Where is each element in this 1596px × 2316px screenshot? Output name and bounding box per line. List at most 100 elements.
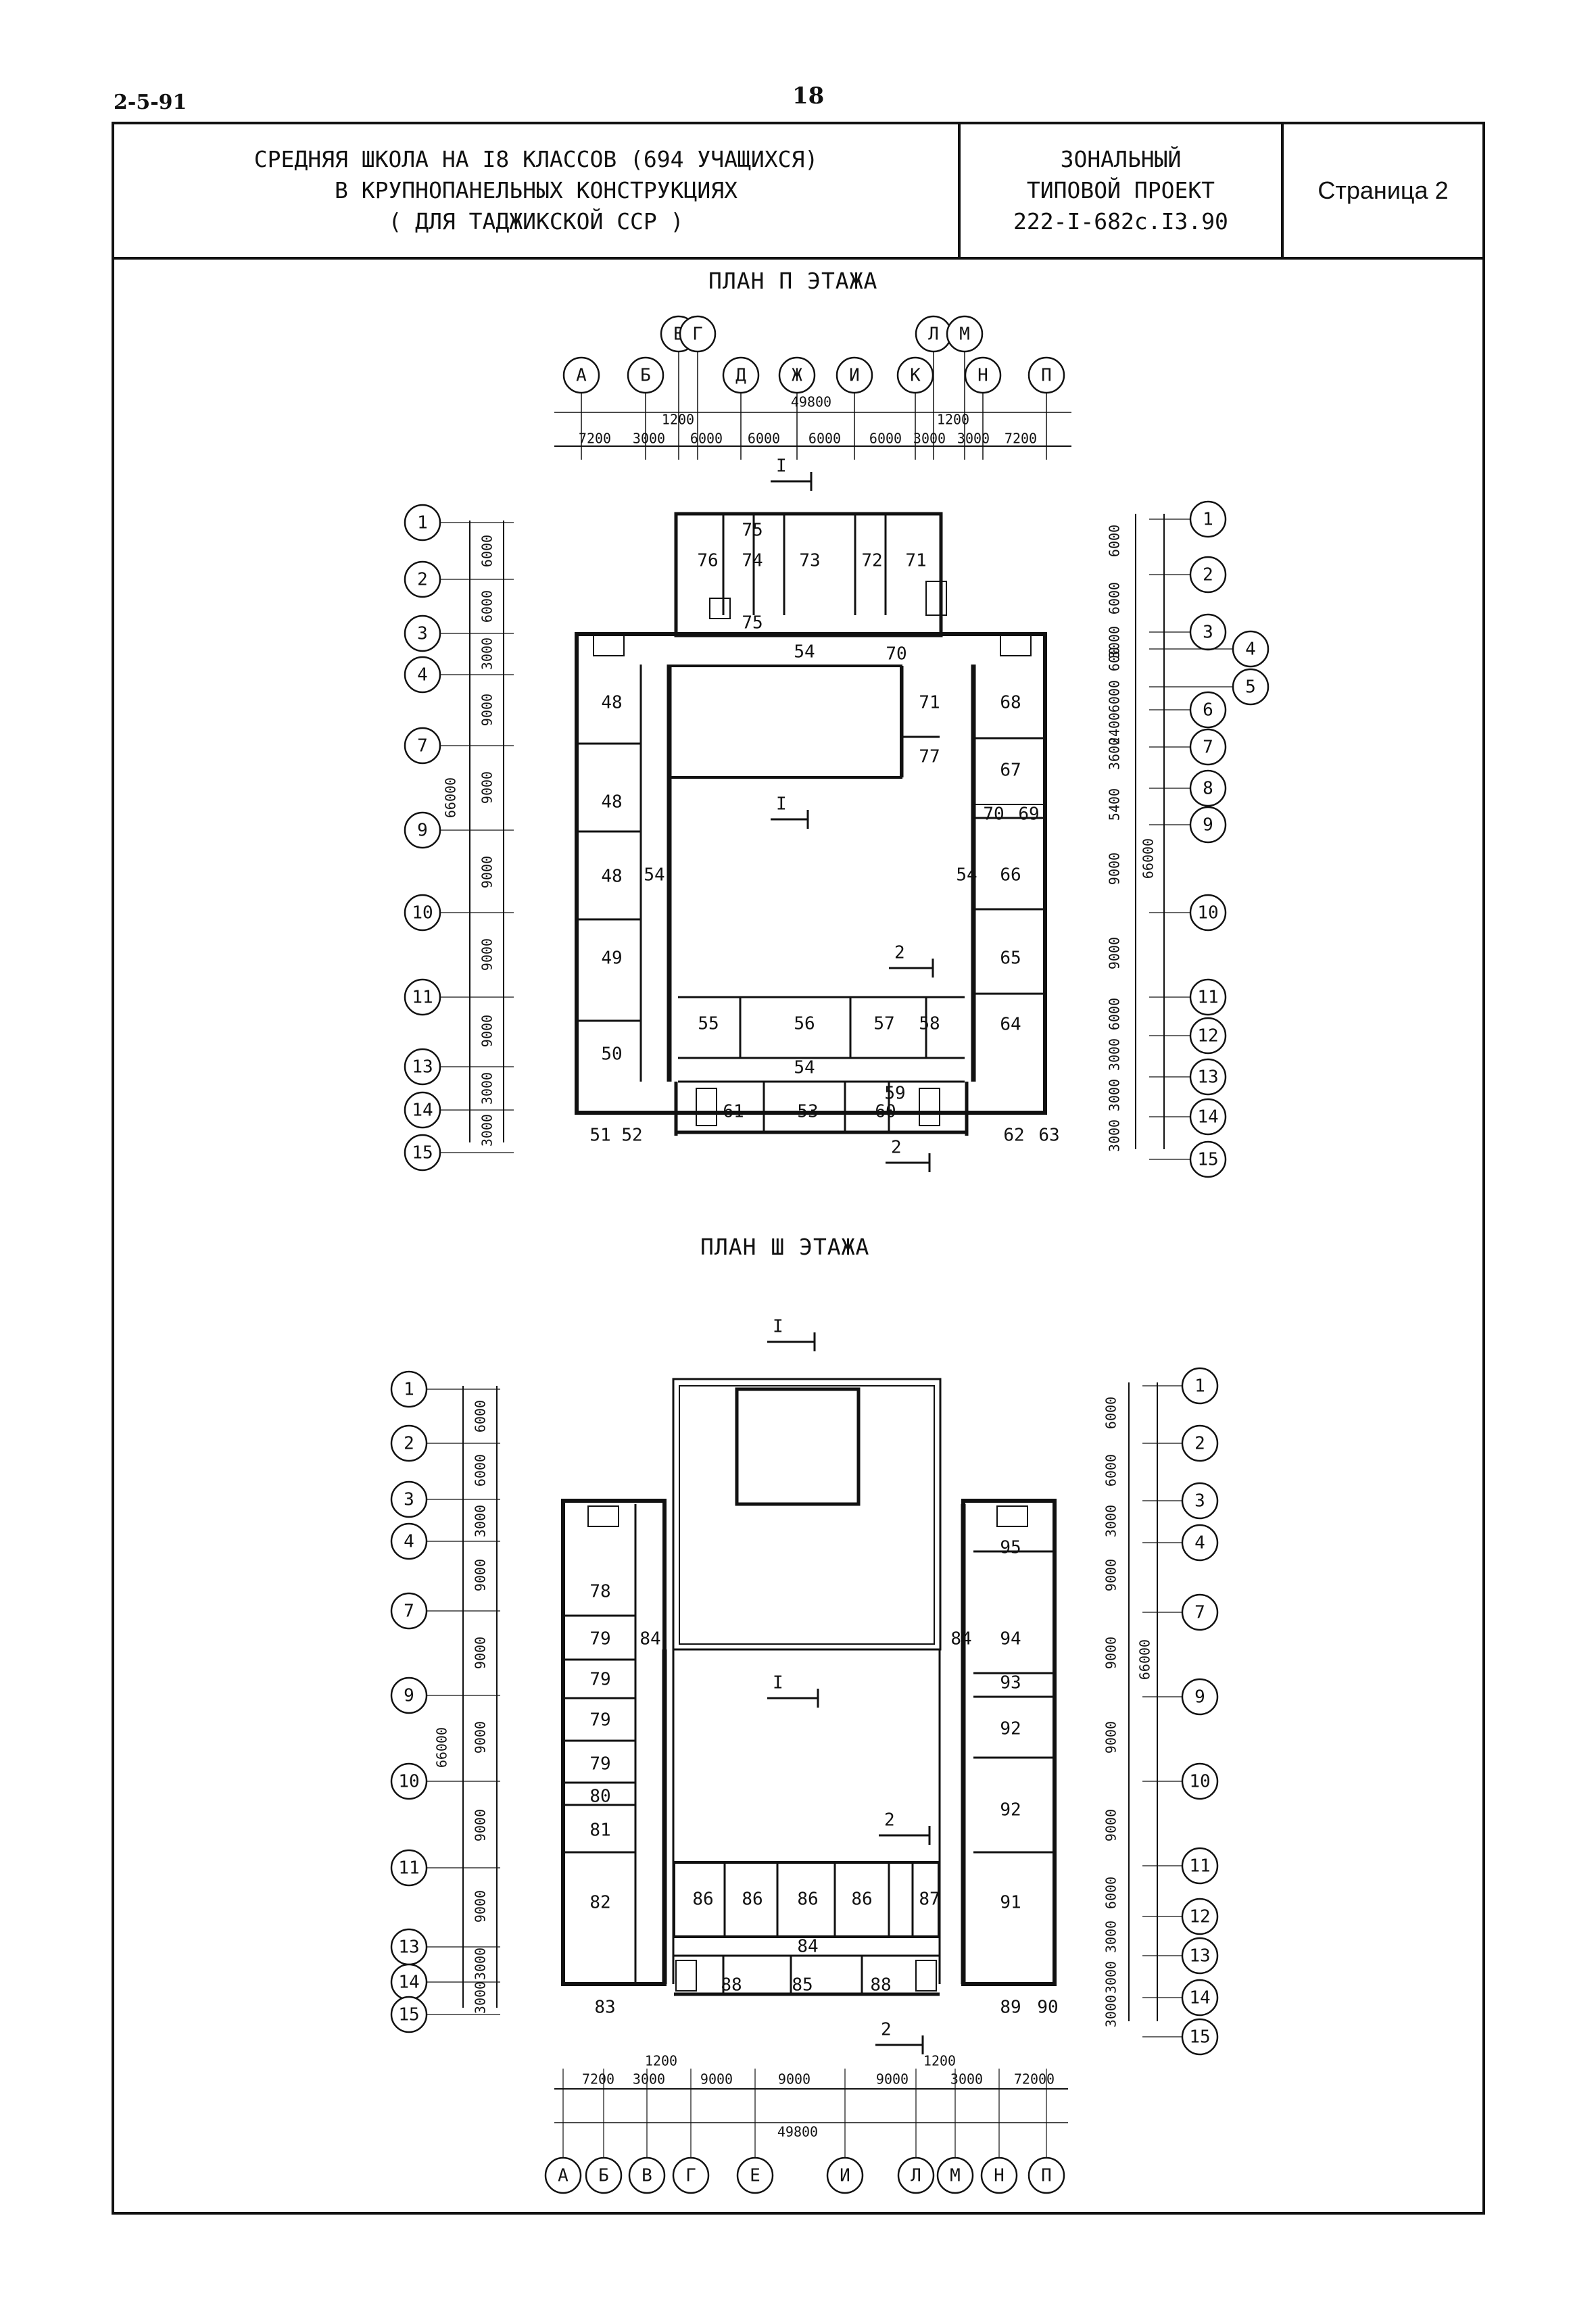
- west-wing-wall: [561, 1499, 667, 1986]
- stair-icon: [593, 635, 625, 656]
- dimension-value: 9000: [473, 1809, 489, 1841]
- room-number: 86: [692, 1889, 713, 1910]
- dimension-value: 3000: [1107, 1038, 1123, 1071]
- room-number: 57: [873, 1014, 894, 1034]
- axis-label: 2: [1194, 1434, 1205, 1454]
- dimension-value: 9000: [473, 1559, 489, 1591]
- dimension-value: 9000: [473, 1890, 489, 1923]
- room-number: 65: [1000, 948, 1021, 969]
- room-number: 58: [919, 1014, 940, 1034]
- dimension-value: 7200: [579, 431, 611, 447]
- dimension-value: 3000: [1107, 1079, 1123, 1111]
- section-mark-label: 2: [894, 943, 905, 963]
- title-line: В КРУПНОПАНЕЛЬНЫХ КОНСТРУКЦИЯХ: [334, 177, 737, 203]
- dimension-value: 9000: [778, 2071, 811, 2088]
- axis-label: В: [642, 2166, 652, 2186]
- total-height-dim: 66000: [1137, 1639, 1153, 1680]
- dimension-value: 6000: [1103, 1454, 1119, 1487]
- title-line: ( ДЛЯ ТАДЖИКСКОЙ ССР ): [388, 208, 684, 235]
- room-number: 73: [799, 551, 820, 571]
- project-code-block: ЗОНАЛЬНЫЙ ТИПОВОЙ ПРОЕКТ 222-I-682с.I3.9…: [961, 124, 1284, 257]
- dimension-value: 3000: [1103, 1921, 1119, 1953]
- room-number: 88: [870, 1975, 891, 1996]
- dimension-value: 7200: [582, 2071, 614, 2088]
- dimension-value: 9000: [1103, 1809, 1119, 1841]
- dimension-value: 9000: [473, 1637, 489, 1669]
- dimension-value: 3000: [479, 1072, 495, 1105]
- axis-label: Л: [928, 324, 939, 345]
- room-number: 48: [601, 693, 622, 713]
- dimension-value: 9000: [479, 694, 495, 726]
- dimension-value: 6000: [808, 431, 841, 447]
- dimension-value: 1200: [662, 412, 694, 428]
- axis-label: 6: [1203, 700, 1213, 721]
- room-number: 86: [742, 1889, 763, 1910]
- plan2-title: ПЛАН П ЭТАЖА: [708, 268, 878, 294]
- room-number: 84: [639, 1629, 660, 1649]
- dimension-value: 1200: [645, 2053, 677, 2069]
- north-wing-wall: [674, 512, 943, 637]
- dimension-value: 6000: [690, 431, 723, 447]
- axis-label: 9: [1194, 1687, 1205, 1708]
- axis-label: Н: [977, 366, 988, 386]
- room-number: 79: [589, 1629, 610, 1649]
- room-number: 61: [723, 1102, 744, 1122]
- dimension-value: 9000: [876, 2071, 909, 2088]
- dimension-value: 5400: [1107, 788, 1123, 821]
- axis-label: 7: [1203, 738, 1213, 758]
- axis-label: Н: [994, 2166, 1005, 2186]
- axis-label: 11: [412, 988, 433, 1008]
- axis-label: П: [1041, 366, 1052, 386]
- title-block: СРЕДНЯЯ ШКОЛА НА I8 КЛАССОВ (694 УЧАЩИХС…: [114, 124, 1482, 260]
- dimension-value: 6000: [479, 535, 495, 567]
- total-width-dim: 49800: [791, 394, 831, 410]
- stair-icon: [709, 598, 731, 619]
- axis-label: 13: [1189, 1946, 1210, 1967]
- room-number: 94: [1000, 1629, 1021, 1649]
- dimension-value: 6000: [1107, 998, 1123, 1030]
- room-number: 78: [589, 1582, 610, 1602]
- section-mark-label: I: [773, 1317, 783, 1337]
- room-number: 91: [1000, 1893, 1021, 1913]
- room-number: 67: [1000, 761, 1021, 781]
- room-number: 59: [884, 1084, 905, 1104]
- axis-label: М: [950, 2166, 961, 2186]
- axis-label: 12: [1197, 1026, 1218, 1046]
- dimension-value: 9000: [1107, 937, 1123, 969]
- dimension-value: 6000: [473, 1400, 489, 1432]
- room-number: 95: [1000, 1538, 1021, 1558]
- room-number: 70: [886, 644, 906, 665]
- total-width-dim: 49800: [777, 2124, 818, 2140]
- room-number: 54: [956, 865, 977, 886]
- axis-label: 11: [1197, 988, 1218, 1008]
- stair-icon: [1000, 635, 1032, 656]
- axis-label: 7: [404, 1601, 414, 1622]
- dimension-value: 6000: [869, 431, 902, 447]
- axis-label: 14: [412, 1101, 433, 1121]
- room-number: 68: [1000, 693, 1021, 713]
- section-mark-label: I: [773, 1673, 783, 1693]
- axis-label: 14: [398, 1973, 419, 1993]
- room-number: 74: [742, 551, 763, 571]
- axis-label: 15: [1189, 2027, 1210, 2048]
- room-number: 54: [794, 1058, 815, 1078]
- room-number: 48: [601, 792, 622, 813]
- skylight: [735, 1387, 861, 1506]
- axis-label: 9: [1203, 815, 1213, 836]
- axis-label: 1: [1203, 510, 1213, 530]
- room-number: 83: [594, 1998, 615, 2018]
- project-line: ЗОНАЛЬНЫЙ: [1060, 146, 1182, 172]
- dimension-value: 72000: [1014, 2071, 1055, 2088]
- axis-label: 4: [404, 1532, 414, 1552]
- room-number: 92: [1000, 1800, 1021, 1820]
- courtyard-void: [668, 665, 902, 779]
- axis-label: 4: [1194, 1533, 1205, 1553]
- room-number: 56: [794, 1014, 815, 1034]
- axis-label: И: [849, 366, 860, 386]
- dimension-value: 3000: [633, 2071, 665, 2088]
- axis-label: М: [959, 324, 970, 345]
- section-mark-label: I: [776, 456, 787, 477]
- document-title: СРЕДНЯЯ ШКОЛА НА I8 КЛАССОВ (694 УЧАЩИХС…: [114, 124, 961, 257]
- axis-label: 11: [398, 1858, 419, 1879]
